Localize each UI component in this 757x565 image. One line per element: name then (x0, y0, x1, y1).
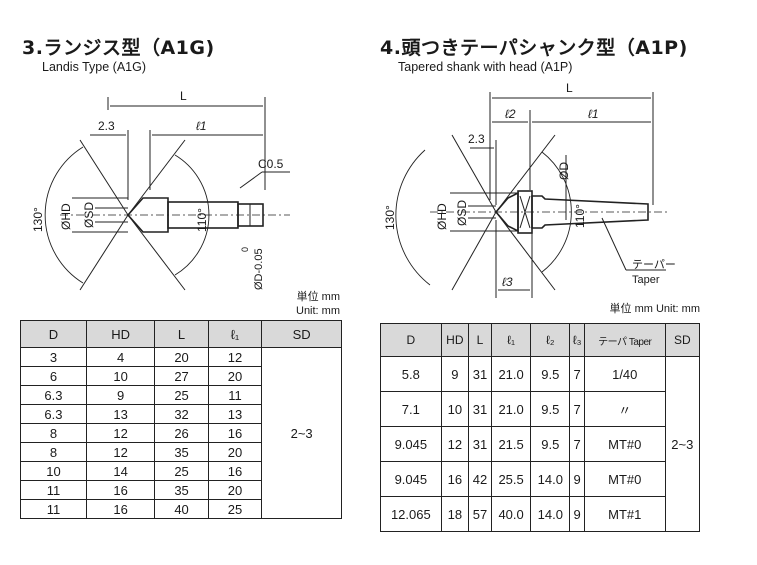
tapered-shank-subtitle: Tapered shank with head (A1P) (398, 60, 573, 74)
col-l: L (467, 323, 493, 357)
dia-sd: ØSD (455, 200, 469, 226)
right-unit: 単位 mm Unit: mm (609, 303, 700, 315)
col-l1: ℓ₁ (207, 320, 263, 348)
dia-d-tolerance: ØD-0.05 (253, 248, 265, 290)
dia-hd: ØHD (435, 203, 449, 230)
dia-sd: ØSD (82, 202, 96, 228)
tapered-shank-title: 4.頭つきテーパシャンク型（A1P) (380, 37, 688, 59)
angle-110: 110° (195, 208, 209, 232)
unit-jp: 単位 mm (296, 291, 340, 303)
col-l1: ℓ₁ (491, 323, 532, 357)
landis-type-title: 3.ランジス型（A1G) (22, 37, 215, 59)
col-sd: SD (664, 323, 701, 357)
col-l3: ℓ₃ (569, 323, 585, 357)
col-l: L (154, 320, 209, 348)
sd-value: 2~3 (261, 347, 342, 519)
dia-hd: ØHD (59, 203, 73, 230)
dim-l1: ℓ1 (588, 107, 599, 121)
dim-l1: ℓ1 (196, 119, 207, 133)
col-d: D (380, 323, 442, 357)
angle-130: 130° (31, 207, 45, 232)
col-taper: テーパ Taper (583, 323, 666, 357)
col-hd: HD (440, 323, 470, 357)
taper-en: Taper (632, 274, 660, 286)
dia-d: ØD (557, 162, 571, 180)
tolerance-zero: 0 (240, 247, 250, 252)
angle-130: 130° (383, 205, 397, 230)
chamfer-c05: C0.5 (258, 157, 284, 171)
dim-l3: ℓ3 (502, 275, 513, 289)
angle-110: 110° (573, 204, 587, 228)
landis-type-drawing: L 2.3 ℓ1 C0.5 130° ØHD ØSD 110° ØD-0.05 … (31, 89, 290, 291)
dim-2-3: 2.3 (468, 132, 485, 146)
dim-L: L (566, 81, 573, 95)
landis-type-subtitle: Landis Type (A1G) (42, 60, 146, 74)
dim-l2: ℓ2 (505, 107, 516, 121)
col-hd: HD (85, 320, 156, 348)
dim-2-3: 2.3 (98, 119, 115, 133)
col-l2: ℓ₂ (530, 323, 571, 357)
col-d: D (20, 320, 87, 348)
tapered-shank-drawing: L ℓ2 ℓ1 2.3 ØD 130° ØHD ØSD 110° テーパー Ta… (383, 81, 676, 298)
col-sd: SD (261, 320, 342, 348)
taper-jp: テーパー (632, 258, 676, 271)
unit-en: Unit: mm (296, 305, 340, 317)
sd-value: 2~3 (664, 356, 701, 532)
dim-L: L (180, 89, 187, 103)
left-unit: 単位 mm Unit: mm (260, 290, 340, 318)
